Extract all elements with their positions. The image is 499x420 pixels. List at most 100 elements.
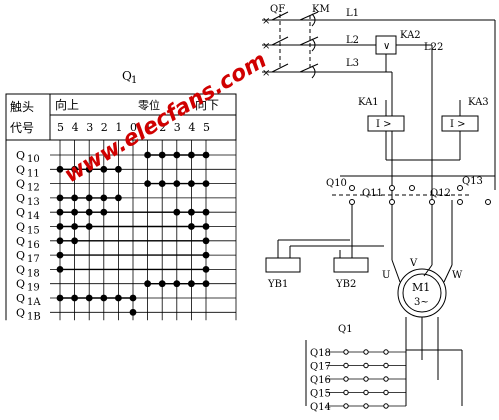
row-label: Q	[16, 163, 25, 176]
rotor-contact	[383, 376, 389, 382]
position-label: 5	[203, 121, 210, 134]
rotor-switch-label: Q16	[310, 375, 331, 386]
label-yb2: YB2	[335, 279, 356, 290]
label-q11: Q11	[362, 188, 383, 199]
row-label: Q	[16, 149, 25, 162]
row-label-sub: 10	[27, 154, 40, 165]
header-code: 代号	[10, 121, 34, 135]
label-q1: Q1	[338, 324, 353, 335]
row-label-sub: 14	[27, 211, 40, 222]
table-grid	[5, 140, 237, 321]
position-label: 3	[86, 121, 93, 134]
label-l1: L1	[346, 8, 359, 19]
position-label: 0	[130, 121, 137, 134]
rotor-contact	[363, 349, 369, 355]
position-label: 1	[115, 121, 122, 134]
rotor-switch-label: Q15	[310, 389, 331, 400]
label-q12: Q12	[430, 188, 451, 199]
motor-label: M1	[412, 281, 430, 294]
rotor-contact	[363, 362, 369, 369]
label-yb1: YB1	[267, 279, 288, 290]
position-label: 4	[72, 121, 79, 134]
contact-dot	[129, 308, 137, 316]
svg-text:×: ×	[262, 16, 270, 27]
svg-text:∨: ∨	[383, 41, 390, 52]
table-title: Q	[122, 69, 132, 83]
rotor-contact	[363, 389, 369, 396]
row-label: Q	[16, 292, 25, 305]
ka1-relay-text: I >	[376, 119, 392, 130]
row-label: Q	[16, 249, 25, 262]
row-label: Q	[16, 306, 25, 319]
rotor-contact	[383, 389, 389, 396]
position-label: 4	[188, 121, 195, 134]
label-q13: Q13	[462, 176, 483, 187]
switch-contacts	[332, 185, 491, 205]
row-label-sub: 13	[27, 197, 40, 208]
row-label: Q	[16, 192, 25, 205]
row-label-sub: 18	[27, 268, 40, 279]
label-l22: L22	[424, 42, 443, 53]
position-label: 2	[159, 121, 166, 134]
row-label: Q	[16, 221, 25, 234]
dot-links	[60, 154, 206, 299]
rotor-contact	[383, 403, 389, 409]
row-label-sub: 11	[27, 168, 40, 179]
row-label: Q	[16, 235, 25, 248]
label-w: W	[452, 270, 463, 281]
ka3-relay-text: I >	[450, 119, 466, 130]
row-label: Q	[16, 206, 25, 219]
rotor-contact	[383, 362, 389, 369]
watermark: www.elecfans.com	[60, 48, 271, 188]
rotor-contact	[383, 349, 389, 355]
position-label: 5	[57, 121, 64, 134]
label-l2: L2	[346, 35, 359, 46]
label-qf: QF	[270, 4, 285, 15]
label-l3: L3	[346, 58, 359, 69]
svg-text:×: ×	[262, 68, 270, 79]
motor-phase: 3~	[414, 297, 429, 308]
row-label-sub: 19	[27, 283, 40, 294]
power-circuit: QF KM L1 L2 L3 × × × ∨	[262, 4, 496, 413]
km-contactor	[299, 11, 319, 79]
table-header-frame	[5, 93, 237, 141]
row-label-sub: 16	[27, 240, 40, 251]
row-label-sub: 1A	[27, 297, 41, 308]
label-ka3: KA3	[468, 97, 489, 108]
rotor-contact	[343, 403, 349, 409]
rotor-switch-label: Q17	[310, 362, 331, 373]
rotor-switch-label: Q14	[310, 402, 331, 413]
label-ka2: KA2	[400, 30, 421, 41]
row-label-sub: 17	[27, 254, 40, 265]
row-label-sub: 15	[27, 226, 40, 237]
rotor-contact	[343, 349, 349, 355]
label-ka1: KA1	[358, 97, 379, 108]
label-u: U	[382, 270, 390, 281]
position-label: 1	[145, 121, 152, 134]
rotor-contact	[363, 403, 369, 409]
table-title-sub: 1	[131, 75, 137, 86]
label-km: KM	[312, 4, 330, 15]
row-label-sub: 1B	[27, 311, 41, 322]
qf-breaker: × × ×	[262, 11, 289, 79]
position-label: 2	[101, 121, 108, 134]
label-q10: Q10	[326, 178, 347, 189]
header-dir-down: 向下	[195, 97, 219, 112]
row-label: Q	[16, 278, 25, 291]
header-dir-up: 向上	[55, 97, 79, 112]
row-label: Q	[16, 178, 25, 191]
row-label-sub: 12	[27, 183, 40, 194]
rotor-contact	[363, 376, 369, 382]
svg-text:×: ×	[262, 41, 270, 52]
header-contact: 触头	[10, 100, 34, 114]
rotor-contact	[343, 362, 349, 369]
row-label: Q	[16, 263, 25, 276]
yb1-brake	[265, 257, 301, 273]
position-label: 3	[174, 121, 181, 134]
